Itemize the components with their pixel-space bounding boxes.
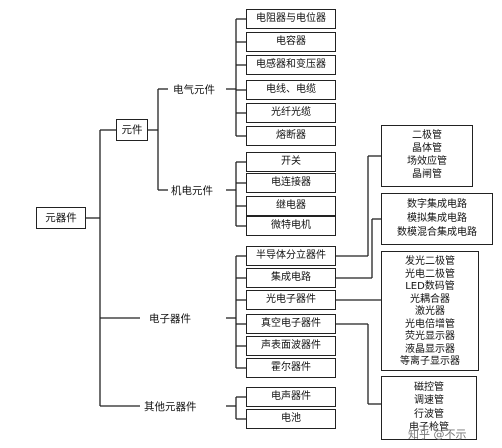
electronic-devices-label: 电子器件 [148,311,192,326]
group-entry: 光电倍增管 [405,318,455,330]
group-entry: 发光二极管 [405,256,455,267]
group-entry: 二极管 [412,130,442,142]
item-hall-device: 霍尔器件 [246,358,336,378]
item-resistor: 电阻器与电位器 [246,9,336,29]
group-entry: 液晶显示器 [405,343,455,355]
item-saw-device: 声表面波器件 [246,336,336,356]
electrical-components-label: 电气元件 [172,82,216,97]
group-entry: 晶闸管 [412,169,442,181]
item-connector: 电连接器 [246,173,336,193]
group-entry: 磁控管 [414,381,444,393]
group-entry: 场效应管 [407,156,447,168]
item-relay: 继电器 [246,196,336,216]
item-inductor: 电感器和变压器 [246,55,336,75]
watermark-text: 知乎 @不示 [408,428,467,441]
item-capacitor: 电容器 [246,32,336,52]
group-entry: 调速管 [414,395,444,406]
vacuum-group: 磁控管 调速管 行波管 电子枪管 [381,376,477,440]
semiconductor-group: 二极管 晶体管 场效应管 晶闸管 [381,125,473,187]
item-fuse: 熔断器 [246,126,336,146]
group-entry: 荧光显示器 [405,331,455,342]
item-wire-cable: 电线、电缆 [246,80,336,100]
item-semiconductor: 半导体分立器件 [246,246,336,266]
root-node: 元器件 [36,207,86,229]
group-entry: 激光器 [415,306,445,317]
group-entry: 数字集成电路 [407,198,467,210]
group-entry: 电子枪管 [409,422,449,433]
item-micro-motor: 微特电机 [246,216,336,236]
optoelectronic-group: 发光二极管 光电二极管 LED数码管 光耦合器 激光器 光电倍增管 荧光显示器 … [381,251,479,371]
group-entry: LED数码管 [405,281,455,292]
item-optical-cable: 光纤光缆 [246,103,336,123]
components-node: 元件 [116,119,148,141]
item-switch: 开关 [246,152,336,172]
group-entry: 等离子显示器 [400,356,460,367]
other-devices-label: 其他元器件 [143,399,198,414]
group-entry: 光电二极管 [405,268,455,280]
item-battery: 电池 [246,409,336,429]
group-entry: 行波管 [414,408,444,420]
item-optoelectronic: 光电子器件 [246,290,336,310]
group-entry: 光耦合器 [410,293,450,305]
group-entry: 晶体管 [412,143,442,155]
item-integrated-circuit: 集成电路 [246,268,336,288]
group-entry: 模拟集成电路 [407,212,467,224]
ic-group: 数字集成电路 模拟集成电路 数模混合集成电路 [381,193,493,245]
group-entry: 数模混合集成电路 [397,226,477,238]
electromechanical-components-label: 机电元件 [170,183,214,198]
item-vacuum-electronic: 真空电子器件 [246,314,336,334]
item-electroacoustic: 电声器件 [246,387,336,407]
